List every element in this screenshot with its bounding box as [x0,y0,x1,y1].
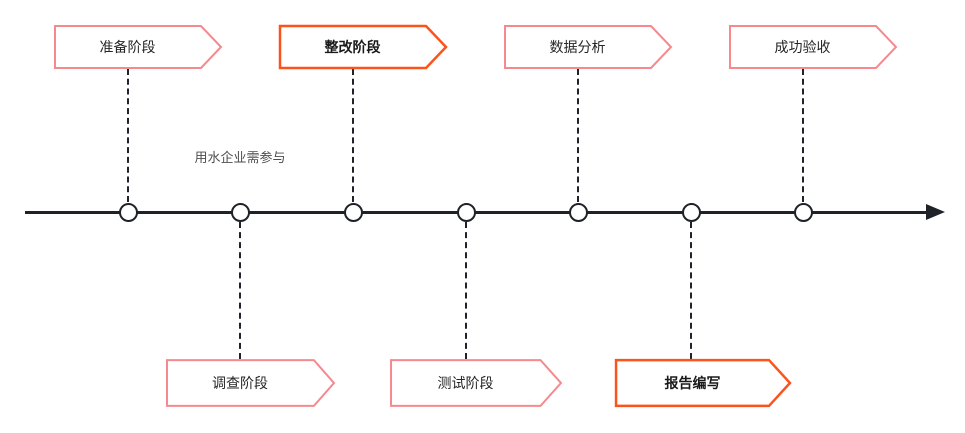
connector-dashed [465,222,467,359]
annotation-text: 用水企业需参与 [194,151,286,166]
milestone-node[interactable] [681,203,701,222]
connector-dashed [690,222,692,359]
stage-label: 报告编写 [664,376,721,392]
stage-label: 整改阶段 [324,40,381,56]
stage-box-investigation[interactable]: 调查阶段 [166,359,335,407]
stage-label: 调查阶段 [212,376,268,392]
stage-box-data-analysis[interactable]: 数据分析 [504,25,672,69]
milestone-node[interactable] [230,203,250,222]
connector-dashed [352,69,354,202]
arrow-pentagon-shape [390,359,562,407]
arrow-pentagon-shape [166,359,335,407]
arrow-pentagon-shape [504,25,672,69]
arrow-pentagon-shape [729,25,897,69]
arrow-pentagon-shape [615,359,791,407]
timeline-arrowhead-icon [926,204,945,220]
stage-label: 测试阶段 [437,376,494,392]
milestone-node[interactable] [456,203,476,222]
stage-label: 成功验收 [774,40,831,56]
arrow-pentagon-shape [279,25,447,69]
stage-box-rectification[interactable]: 整改阶段 [279,25,447,69]
stage-box-acceptance[interactable]: 成功验收 [729,25,897,69]
stage-box-testing[interactable]: 测试阶段 [390,359,562,407]
connector-dashed [577,69,579,202]
connector-dashed [802,69,804,202]
milestone-node[interactable] [568,203,588,222]
stage-box-report-writing[interactable]: 报告编写 [615,359,791,407]
stage-label: 准备阶段 [99,40,156,56]
milestone-node[interactable] [793,203,813,222]
timeline-axis [25,211,926,214]
stage-box-preparation[interactable]: 准备阶段 [54,25,222,69]
milestone-node[interactable] [118,203,138,222]
connector-dashed [239,222,241,359]
connector-dashed [127,69,129,202]
milestone-node[interactable] [343,203,363,222]
stage-label: 数据分析 [549,40,606,56]
arrow-pentagon-shape [54,25,222,69]
